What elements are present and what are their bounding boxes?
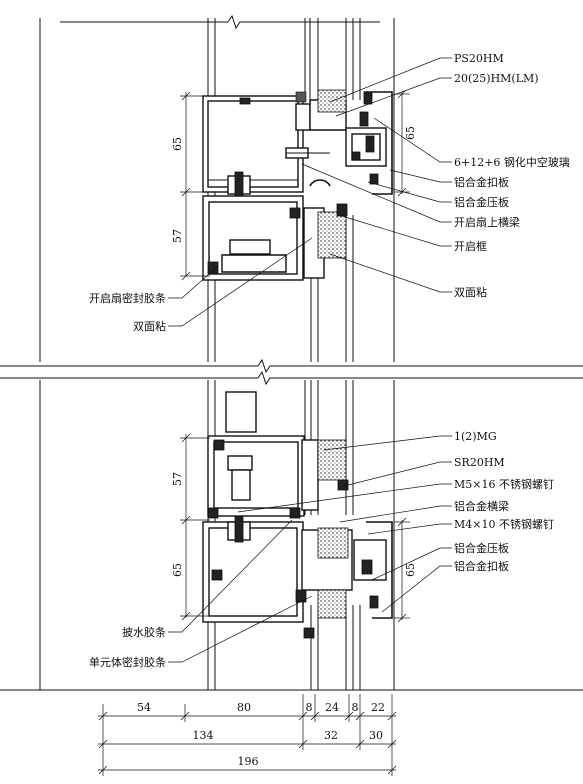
- label-double-sided-tape-right: 双面粘: [454, 285, 487, 299]
- label-alu-cover-plate-top: 铝合金扣板: [454, 175, 509, 189]
- dim-30: 30: [369, 729, 383, 742]
- label-alu-cover-plate-bottom: 铝合金扣板: [454, 559, 509, 573]
- dim-196: 196: [238, 755, 259, 768]
- dim-right-65-top: 65: [404, 126, 417, 140]
- dim-54: 54: [137, 701, 151, 714]
- dim-22: 22: [371, 701, 385, 714]
- label-sash-seal-strip: 开启扇密封胶条: [89, 291, 166, 305]
- bottom-transom-profile: [202, 391, 393, 639]
- right-dimension-lines: [394, 89, 410, 623]
- label-alu-pressure-plate-top: 铝合金压板: [454, 195, 509, 209]
- dim-left-65-top: 65: [171, 137, 184, 151]
- label-ps20hm: PS20HM: [454, 52, 504, 65]
- label-double-sided-tape-left: 双面粘: [133, 319, 166, 333]
- dim-left-57-top: 57: [171, 229, 184, 243]
- vertical-dimension-texts: 65 57 57 65 65 65: [171, 126, 417, 577]
- dim-left-65-bottom: 65: [171, 563, 184, 577]
- leader-lines-left: [168, 237, 313, 663]
- top-transom-profile: [202, 89, 393, 281]
- label-sr20hm: SR20HM: [454, 456, 505, 469]
- dim-24: 24: [325, 701, 339, 714]
- left-dimension-lines: [180, 91, 210, 621]
- leader-lines-right: [237, 57, 452, 613]
- label-alu-pressure-plate-bottom: 铝合金压板: [454, 541, 509, 555]
- label-20-25-hm-lm: 20(25)HM(LM): [454, 72, 539, 85]
- break-lines: [0, 14, 583, 691]
- dim-134: 134: [193, 729, 214, 742]
- label-unit-seal-strip: 单元体密封胶条: [89, 655, 166, 669]
- labels-right: PS20HM 20(25)HM(LM) 6+12+6 钢化中空玻璃 铝合金扣板 …: [454, 52, 570, 573]
- bottom-dimension-lines: [98, 694, 397, 776]
- label-m5-screw: M5×16 不锈钢螺钉: [454, 478, 554, 491]
- label-drip-seal-strip: 披水胶条: [122, 625, 166, 639]
- dim-8-a: 8: [306, 701, 313, 714]
- label-insulated-glass: 6+12+6 钢化中空玻璃: [454, 155, 570, 169]
- label-sash-upper-transom: 开启扇上横梁: [454, 215, 520, 229]
- dim-right-65-bottom: 65: [404, 563, 417, 577]
- dim-left-57-bottom: 57: [171, 472, 184, 486]
- dim-8-b: 8: [352, 701, 359, 714]
- glass-panes-top: [304, 18, 361, 362]
- label-1-2-mg: 1(2)MG: [454, 430, 497, 443]
- label-m4-screw: M4×10 不锈钢螺钉: [454, 518, 554, 531]
- bottom-dimension-texts: 54 80 8 24 8 22 134 32 30 196: [137, 701, 385, 768]
- label-alu-transom: 铝合金横梁: [454, 499, 509, 513]
- labels-left: 开启扇密封胶条 双面粘 披水胶条 单元体密封胶条: [89, 291, 166, 669]
- dim-80: 80: [237, 701, 251, 714]
- dim-32: 32: [324, 729, 338, 742]
- label-opening-frame: 开启框: [454, 240, 487, 253]
